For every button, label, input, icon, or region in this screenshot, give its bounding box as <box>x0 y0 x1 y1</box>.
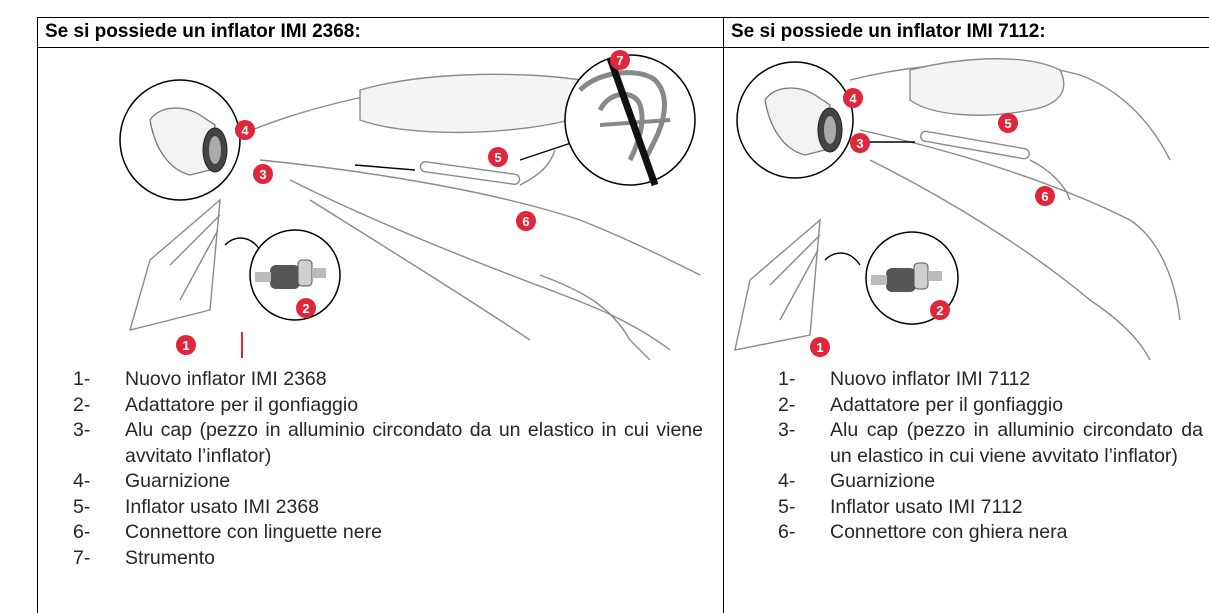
callout-right-6: 6 <box>1041 189 1048 204</box>
callout-left-3: 3 <box>259 167 266 182</box>
list-item: 3-Alu cap (pezzo in alluminio circondato… <box>73 419 703 467</box>
left-column-header: Se si possiede un inflator IMI 2368: <box>45 21 361 42</box>
callout-left-5: 5 <box>494 150 501 165</box>
right-illustration: 1 2 3 4 5 6 <box>734 58 1181 360</box>
list-item: 2-Adattatore per il gonfiaggio <box>778 393 1064 416</box>
callout-right-4: 4 <box>849 91 857 106</box>
callout-right-2: 2 <box>936 303 943 318</box>
list-item: 1-Nuovo inflator IMI 2368 <box>73 368 327 390</box>
table-top-border <box>37 17 1209 18</box>
callout-left-7: 7 <box>616 53 623 68</box>
callout-right-3: 3 <box>856 136 863 151</box>
list-item: 4-Guarnizione <box>73 470 231 492</box>
callout-left-4: 4 <box>241 123 249 138</box>
right-column-header: Se si possiede un inflator IMI 7112: <box>731 21 1046 42</box>
column-divider <box>723 17 724 613</box>
right-legend-list: 1-Nuovo inflator IMI 7112 2-Adattatore p… <box>778 367 1203 546</box>
list-item: 2-Adattatore per il gonfiaggio <box>73 393 359 416</box>
list-item: 7-Strumento <box>73 546 215 569</box>
list-item: 6-Connettore con linguette nere <box>73 521 382 543</box>
list-item: 3-Alu cap (pezzo in alluminio circondato… <box>778 419 1203 467</box>
left-illustration: 1 2 3 4 5 6 7 <box>119 50 701 360</box>
left-legend-list: 1-Nuovo inflator IMI 2368 2-Adattatore p… <box>73 367 703 571</box>
callout-left-2: 2 <box>302 301 309 316</box>
list-item: 5-Inflator usato IMI 7112 <box>778 495 1023 518</box>
callout-left-6: 6 <box>522 214 529 229</box>
list-item: 6-Connettore con ghiera nera <box>778 521 1068 543</box>
table-left-border <box>37 17 38 613</box>
list-item: 5-Inflator usato IMI 2368 <box>73 495 320 518</box>
callout-right-5: 5 <box>1004 116 1011 131</box>
callout-right-1: 1 <box>816 340 823 355</box>
header-bottom-border <box>37 47 1209 48</box>
list-item: 1-Nuovo inflator IMI 7112 <box>778 368 1031 390</box>
list-item: 4-Guarnizione <box>778 470 936 492</box>
callout-left-1: 1 <box>182 338 189 353</box>
